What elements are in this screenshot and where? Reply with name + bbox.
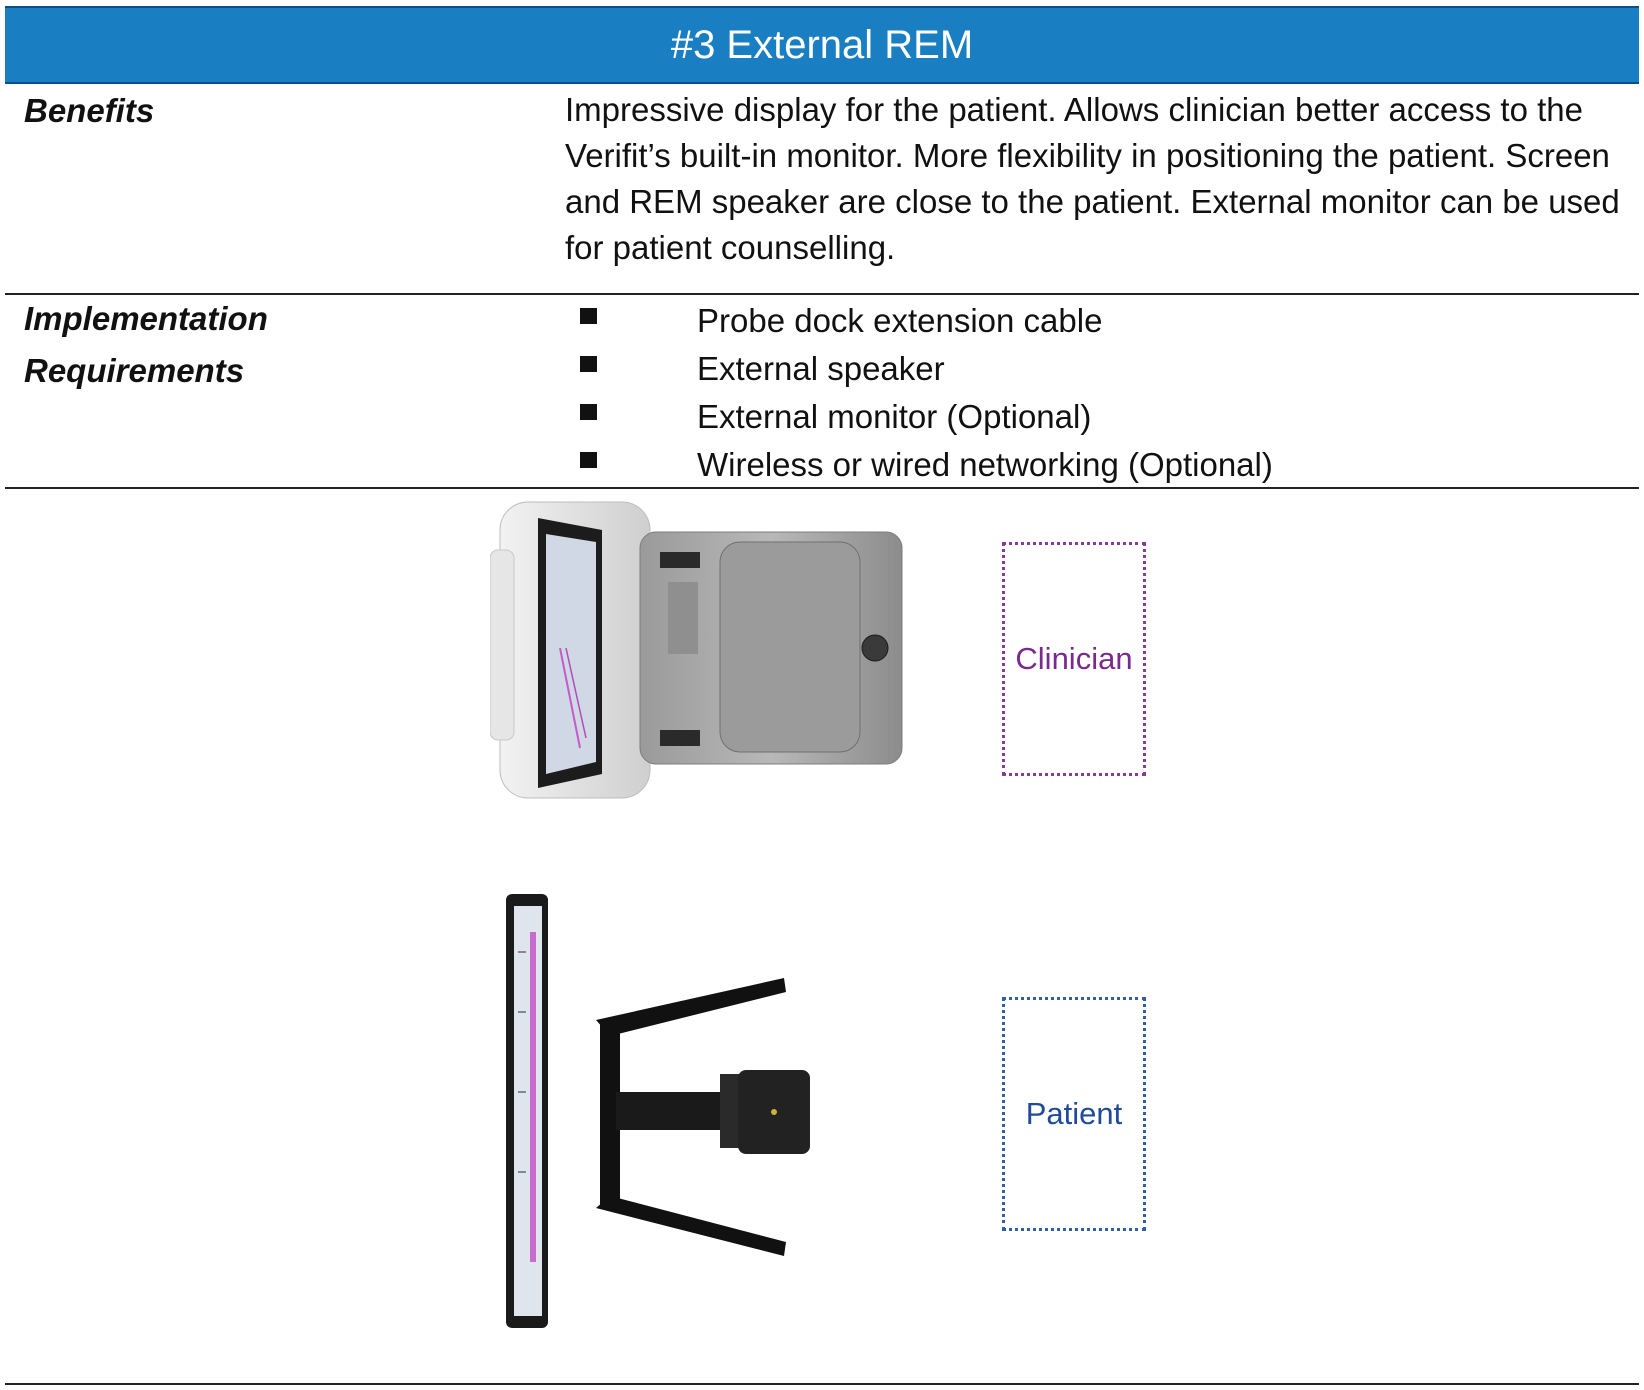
square-bullet-icon [580, 404, 597, 420]
square-bullet-icon [580, 452, 597, 468]
external-monitor-image [506, 894, 548, 1328]
clinician-position-box: Clinician [1002, 542, 1146, 776]
patient-position-box: Patient [1002, 997, 1146, 1231]
benefits-text: Impressive display for the patient. Allo… [565, 91, 1620, 266]
list-item-text: External monitor (Optional) [697, 398, 1092, 435]
section-title: #3 External REM [5, 6, 1639, 84]
square-bullet-icon [580, 356, 597, 372]
rem-speaker-image [596, 978, 810, 1256]
divider [5, 487, 1639, 489]
requirements-label-line2: Requirements [24, 352, 245, 389]
square-bullet-icon [580, 308, 597, 324]
benefits-label: Benefits [24, 92, 155, 129]
clinician-label: Clinician [1015, 641, 1133, 676]
verifit-device-image [490, 501, 903, 799]
divider [5, 1383, 1639, 1385]
patient-label: Patient [1025, 1096, 1123, 1131]
requirements-label-line1: Implementation [24, 300, 268, 337]
list-item-text: Wireless or wired networking (Optional) [697, 446, 1273, 483]
list-item-text: Probe dock extension cable [697, 302, 1103, 339]
divider [5, 293, 1639, 295]
list-item-text: External speaker [697, 350, 945, 387]
